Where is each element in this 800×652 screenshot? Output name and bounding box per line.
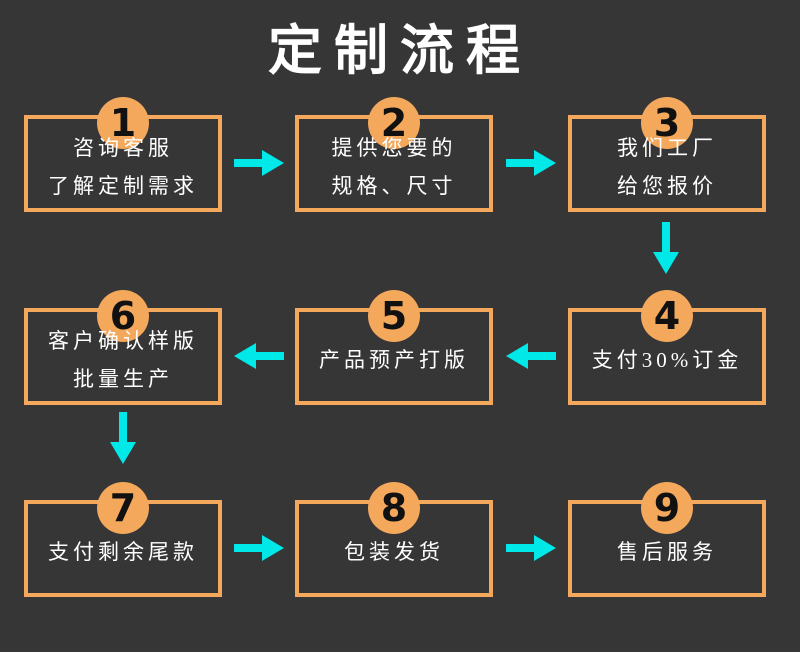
arrow-down-icon bbox=[110, 412, 136, 464]
step-number-badge: 9 bbox=[641, 482, 693, 534]
step-label: 咨询客服 了解定制需求 bbox=[28, 127, 218, 208]
step-label-line: 客户确认样版 bbox=[48, 329, 198, 353]
step-label-line: 了解定制需求 bbox=[48, 174, 198, 198]
step-number-badge: 2 bbox=[368, 97, 420, 149]
step-box-6: 6 客户确认样版 批量生产 bbox=[24, 290, 222, 405]
step-label-line: 给您报价 bbox=[617, 174, 717, 198]
step-label-line: 包装发货 bbox=[344, 540, 444, 564]
step-number-badge: 5 bbox=[368, 290, 420, 342]
arrow-left-icon bbox=[506, 343, 556, 369]
step-box-8: 8 包装发货 bbox=[295, 482, 493, 597]
step-label-line: 支付30%订金 bbox=[591, 348, 743, 372]
arrow-right-icon bbox=[506, 535, 556, 561]
step-label: 客户确认样版 批量生产 bbox=[28, 320, 218, 401]
step-number-badge: 1 bbox=[97, 97, 149, 149]
arrow-right-icon bbox=[506, 150, 556, 176]
arrow-right-icon bbox=[234, 150, 284, 176]
step-label: 产品预产打版 bbox=[299, 320, 489, 401]
step-number-badge: 3 bbox=[641, 97, 693, 149]
step-number-badge: 8 bbox=[368, 482, 420, 534]
step-box-3: 3 我们工厂 给您报价 bbox=[568, 97, 766, 212]
step-label-line: 批量生产 bbox=[73, 367, 173, 391]
page-title: 定制流程 bbox=[268, 21, 532, 81]
step-label-line: 支付剩余尾款 bbox=[48, 540, 198, 564]
arrow-left-icon bbox=[234, 343, 284, 369]
step-box-7: 7 支付剩余尾款 bbox=[24, 482, 222, 597]
step-box-4: 4 支付30%订金 bbox=[568, 290, 766, 405]
step-box-5: 5 产品预产打版 bbox=[295, 290, 493, 405]
step-label: 我们工厂 给您报价 bbox=[572, 127, 762, 208]
step-label-line: 咨询客服 bbox=[73, 136, 173, 160]
arrow-right-icon bbox=[234, 535, 284, 561]
step-number-badge: 4 bbox=[641, 290, 693, 342]
step-box-1: 1 咨询客服 了解定制需求 bbox=[24, 97, 222, 212]
step-label: 支付剩余尾款 bbox=[28, 512, 218, 593]
step-label-line: 提供您要的 bbox=[331, 136, 457, 160]
step-label-line: 产品预产打版 bbox=[319, 348, 469, 372]
step-box-2: 2 提供您要的 规格、尺寸 bbox=[295, 97, 493, 212]
step-number-badge: 6 bbox=[97, 290, 149, 342]
arrow-down-icon bbox=[653, 222, 679, 274]
step-label-line: 规格、尺寸 bbox=[331, 174, 457, 198]
step-label-line: 我们工厂 bbox=[617, 136, 717, 160]
step-label: 支付30%订金 bbox=[572, 320, 762, 401]
step-box-9: 9 售后服务 bbox=[568, 482, 766, 597]
step-label: 包装发货 bbox=[299, 512, 489, 593]
step-number-badge: 7 bbox=[97, 482, 149, 534]
step-label-line: 售后服务 bbox=[617, 540, 717, 564]
step-label: 提供您要的 规格、尺寸 bbox=[299, 127, 489, 208]
step-label: 售后服务 bbox=[572, 512, 762, 593]
